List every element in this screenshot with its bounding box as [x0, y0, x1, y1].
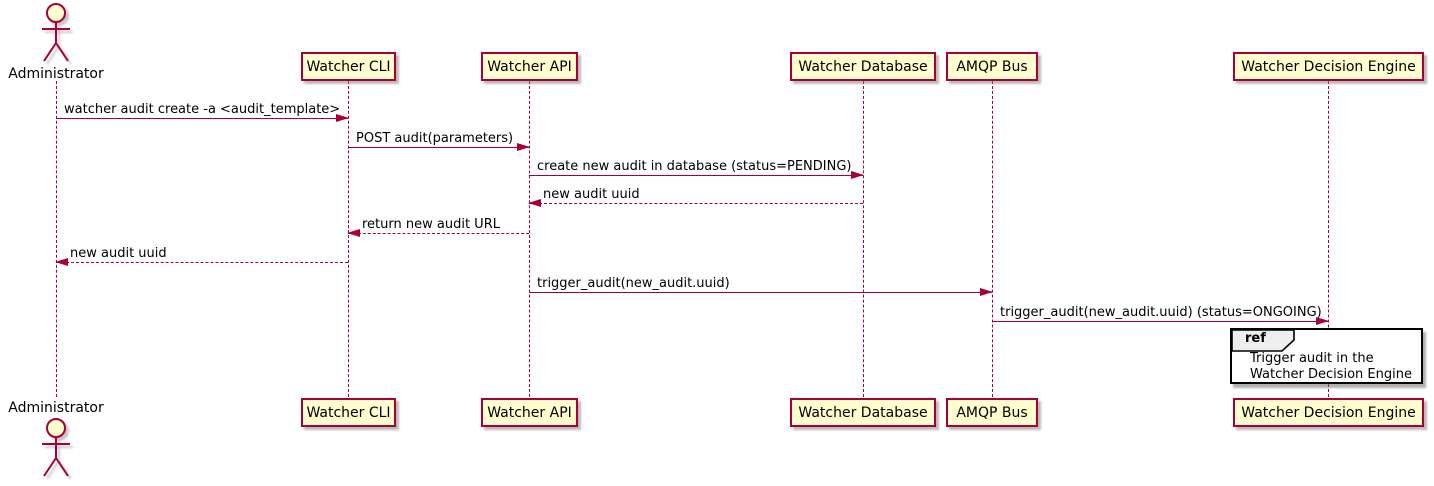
participant-watcher-database-top: Watcher Database [790, 52, 936, 81]
message-line [348, 147, 529, 148]
arrowhead-left-icon [347, 229, 360, 237]
participant-label: Watcher API [487, 58, 572, 75]
message-line [529, 292, 992, 293]
participant-watcher-api-bottom: Watcher API [481, 398, 578, 427]
ref-text: Trigger audit in the Watcher Decision En… [1250, 351, 1412, 383]
participant-label: Watcher Decision Engine [1241, 404, 1416, 421]
participant-label: Watcher Decision Engine [1241, 58, 1416, 75]
participant-watcher-decision-engine-top: Watcher Decision Engine [1233, 52, 1424, 81]
lifeline-watcher-decision-engine [1327, 81, 1329, 397]
arrowhead-left-icon [528, 199, 541, 207]
arrowhead-right-icon [980, 288, 993, 296]
participant-watcher-api-top: Watcher API [481, 52, 578, 81]
arrowhead-left-icon [55, 258, 68, 266]
ref-text-line-1: Trigger audit in the [1250, 351, 1374, 366]
lifeline-administrator [55, 81, 57, 397]
participant-label: Watcher CLI [306, 404, 391, 421]
lifeline-watcher-cli [347, 81, 349, 397]
ref-text-line-2: Watcher Decision Engine [1250, 367, 1412, 382]
ref-keyword: ref [1245, 331, 1266, 346]
arrowhead-right-icon [336, 114, 349, 122]
participant-label: Watcher Database [798, 58, 928, 75]
arrowhead-right-icon [517, 143, 530, 151]
lifeline-watcher-api [528, 81, 530, 397]
message-label: create new audit in database (status=PEN… [537, 159, 852, 174]
message-label: trigger_audit(new_audit.uuid) (status=ON… [1000, 305, 1322, 320]
arrowhead-right-icon [851, 171, 864, 179]
message-line [529, 203, 863, 204]
actor-label-administrator-bottom: Administrator [8, 400, 104, 416]
lifeline-amqp-bus [991, 81, 993, 397]
participant-label: Watcher API [487, 404, 572, 421]
message-label: new audit uuid [543, 187, 640, 202]
participant-label: Watcher Database [798, 404, 928, 421]
message-line [56, 262, 348, 263]
ref-tab-shape [1231, 329, 1295, 352]
participant-watcher-decision-engine-bottom: Watcher Decision Engine [1233, 398, 1424, 427]
arrowhead-right-icon [1316, 317, 1329, 325]
actor-icon-administrator-bottom [42, 418, 70, 477]
participant-watcher-database-bottom: Watcher Database [790, 398, 936, 427]
message-line [529, 175, 863, 176]
message-label: POST audit(parameters) [356, 131, 514, 146]
participant-label: AMQP Bus [956, 404, 1028, 421]
participant-watcher-cli-top: Watcher CLI [301, 52, 396, 81]
lifeline-watcher-database [862, 81, 864, 397]
participant-watcher-cli-bottom: Watcher CLI [301, 398, 396, 427]
message-label: watcher audit create -a <audit_template> [64, 102, 341, 117]
message-line [56, 118, 348, 119]
ref-fragment: ref Trigger audit in the Watcher Decisio… [1230, 328, 1423, 384]
participant-amqp-bus-bottom: AMQP Bus [946, 398, 1038, 427]
message-label: return new audit URL [362, 217, 500, 232]
participant-label: Watcher CLI [306, 58, 391, 75]
participant-label: AMQP Bus [956, 58, 1028, 75]
participant-amqp-bus-top: AMQP Bus [946, 52, 1038, 81]
message-line [348, 233, 529, 234]
message-label: trigger_audit(new_audit.uuid) [537, 276, 730, 291]
message-label: new audit uuid [70, 246, 167, 261]
actor-label-administrator-top: Administrator [8, 66, 104, 82]
actor-icon-administrator-top [42, 3, 70, 62]
message-line [992, 321, 1328, 322]
